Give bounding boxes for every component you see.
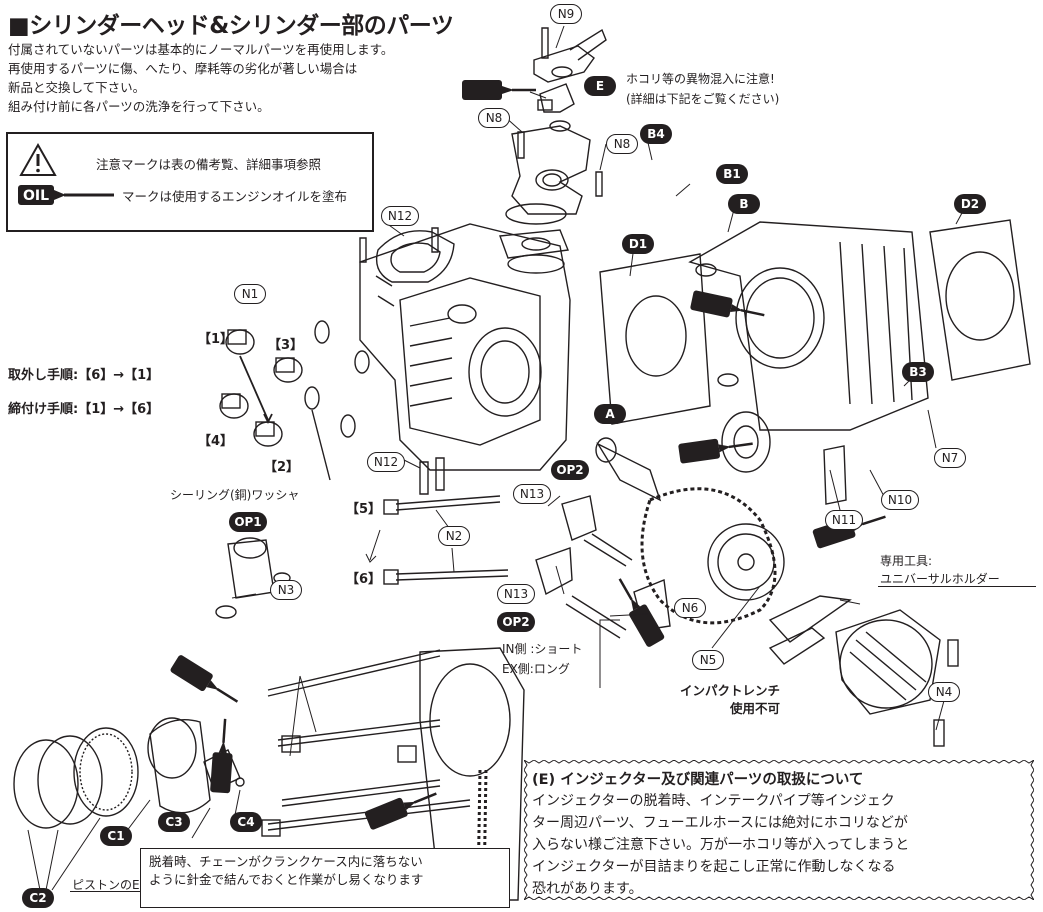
oil-mark-icon: OIL [18,185,114,205]
part-code-c4: C4 [230,812,262,832]
part-code-b1: B1 [716,164,748,184]
part-code-c3: C3 [158,812,190,832]
part-code-n1: N1 [234,284,266,304]
part-code-n4: N4 [928,682,960,702]
camshaft-chain-drawing [535,411,785,639]
bolts-drawing [359,27,603,585]
injector-note-title: (E) インジェクター及び関連パーツの取扱について [532,772,864,788]
step-5: 【5】 [346,502,382,517]
chain-tip-line: 脱着時、チェーンがクランクケース内に落ちない [149,854,423,869]
chain-tip-line: ように針金で結んでおくと作業がし易くなります [149,872,424,887]
ex-side-label: EX側:ロング [502,662,570,676]
caution-triangle-icon [19,142,57,176]
legend-oil-text: マークは使用するエンジンオイルを塗布 [122,189,348,204]
oil-mark-word: OIL [23,188,49,204]
dust-caution-label: ホコリ等の異物混入に注意! [626,72,775,86]
part-code-n9: N9 [550,4,582,24]
intro-line: 付属されていないパーツは基本的にノーマルパーツを再使用します。 [8,42,394,57]
part-code-n8: N8 [478,108,510,128]
chain-removal-tip: 脱着時、チェーンがクランクケース内に落ちない ように針金で結んでおくと作業がし易… [140,848,510,908]
injector-note-line: ター周辺パーツ、フューエルホースには絶対にホコリなどが [532,815,908,831]
dust-detail-label: (詳細は下記をご覧ください) [626,92,780,106]
special-tool-label: 専用工具: [880,554,933,568]
impact-wrench-label: インパクトレンチ [680,683,781,698]
part-code-n7: N7 [934,448,966,468]
part-code-n3: N3 [270,580,302,600]
step-3: 【3】 [268,338,304,353]
part-code-b3: B3 [902,362,934,382]
universal-holder-label: ユニバーサルホルダー [880,572,1000,586]
mark-legend: 注意マークは表の備考覧、詳細事項参照 OIL マークは使用するエンジンオイルを塗… [6,132,374,232]
part-code-b4: B4 [640,124,672,144]
part-code-c1: C1 [100,826,132,846]
part-code-n13: N13 [513,484,551,504]
tool-underline [878,586,1036,587]
legend-caution-text: 注意マークは表の備考覧、詳細事項参照 [96,157,322,172]
step-6: 【6】 [346,572,382,587]
part-code-n2: N2 [438,526,470,546]
part-code-e: E [584,76,616,96]
cylinder-block-drawing [599,219,1031,505]
part-code-d1: D1 [622,234,654,254]
part-code-c2: C2 [22,888,54,908]
part-code-n12: N12 [381,206,419,226]
injector-note-body: インジェクターの脱着時、インテークパイプ等インジェク ター周辺パーツ、フューエル… [532,790,1028,900]
part-code-n8: N8 [606,134,638,154]
injector-note-line: 恐れがあります。 [532,881,643,897]
legend-row-caution: 注意マークは表の備考覧、詳細事項参照 [8,142,372,182]
intro-text: 付属されていないパーツは基本的にノーマルパーツを再使用します。 再使用するパーツ… [8,40,393,116]
in-side-label: IN側 :ショート [502,642,583,656]
part-code-n6: N6 [674,598,706,618]
part-code-n11: N11 [825,510,863,530]
step-4: 【4】 [198,434,234,449]
step-1: 【1】 [198,332,234,347]
page-title: ■シリンダーヘッド&シリンダー部のパーツ [8,13,454,39]
legend-row-oil: OIL マークは使用するエンジンオイルを塗布 [8,184,372,224]
part-code-d2: D2 [954,194,986,214]
sealing-washer-label: シーリング(銅)ワッシャ [170,488,300,502]
universal-holder-drawing [768,595,959,747]
injector-note-line: 入らない様ご注意下さい。万が一ホコリ等が入ってしまうと [532,837,910,853]
part-code-n5: N5 [692,650,724,670]
zigzag-border [524,760,1034,900]
part-code-n13: N13 [497,584,535,604]
intro-line: 再使用するパーツに傷、へたり、摩耗等の劣化が著しい場合は [8,61,358,76]
part-code-op2: OP2 [551,460,589,480]
injector-note-line: インジェクターが目詰まりを起こし正常に作動しなくなる [532,859,896,875]
impact-wrench-not-allowed: 使用不可 [730,701,781,716]
cap-nuts-drawing [219,320,370,481]
part-code-op1: OP1 [229,512,267,532]
intro-line: 新品と交換して下さい。 [8,80,146,95]
part-code-a: A [594,404,626,424]
part-code-n10: N10 [881,490,919,510]
part-code-op2: OP2 [497,612,535,632]
cylinder-head-drawing [359,28,607,471]
intro-line: 組み付け前に各パーツの洗浄を行って下さい。 [8,99,270,114]
injector-handling-note: (E) インジェクター及び関連パーツの取扱について インジェクターの脱着時、イン… [524,760,1034,900]
part-code-b: B [728,194,760,214]
injector-note-line: インジェクターの脱着時、インテークパイプ等インジェク [532,793,895,809]
tightening-order: 締付け手順:【1】→【6】 [8,402,160,417]
step-2: 【2】 [264,460,300,475]
removal-order: 取外し手順:【6】→【1】 [8,368,160,383]
part-code-n12: N12 [367,452,405,472]
